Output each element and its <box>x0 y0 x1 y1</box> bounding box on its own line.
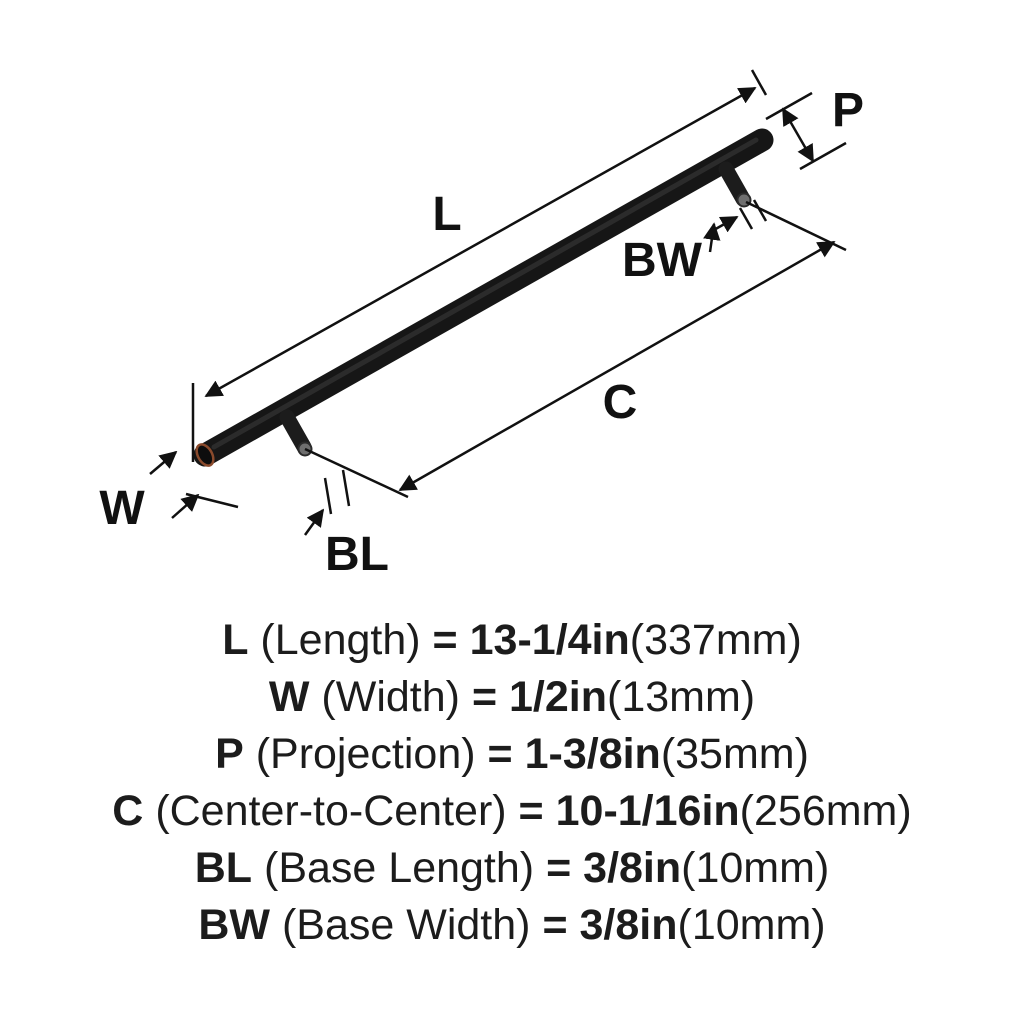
legend-metric: (256mm) <box>739 787 912 835</box>
legend-symbol: W <box>268 673 310 721</box>
dim-c-lines <box>304 200 847 499</box>
legend-symbol: L <box>222 616 249 664</box>
legend-name: (Base Length) <box>264 844 535 892</box>
dim-w-lines <box>149 450 239 519</box>
dim-bl-lines <box>303 469 351 536</box>
legend-equals: = <box>487 730 513 778</box>
legend-equals: = <box>432 616 458 664</box>
legend-symbol: C <box>112 787 144 835</box>
legend-row-projection: P (Projection) = 1-3/8in(35mm) <box>0 726 1024 783</box>
legend-value: 1/2in <box>509 673 608 721</box>
legend-metric: (35mm) <box>660 730 809 778</box>
legend-row-base-length: BL (Base Length) = 3/8in(10mm) <box>0 840 1024 897</box>
legend-equals: = <box>518 787 544 835</box>
legend-equals: = <box>546 844 572 892</box>
legend-symbol: BW <box>198 901 271 949</box>
legend-metric: (10mm) <box>677 901 826 949</box>
legend-row-length: L (Length) = 13-1/4in(337mm) <box>0 612 1024 669</box>
mounting-post-right <box>718 161 752 208</box>
legend-symbol: P <box>215 730 244 778</box>
dimension-legend: L (Length) = 13-1/4in(337mm) W (Width) =… <box>0 612 1024 954</box>
legend-equals: = <box>471 673 498 721</box>
legend-row-base-width: BW (Base Width) = 3/8in(10mm) <box>0 897 1024 954</box>
legend-name: (Base Width) <box>281 901 531 949</box>
handle-bar <box>193 128 774 467</box>
legend-name: (Width) <box>321 673 460 721</box>
label-l: L <box>432 188 461 241</box>
legend-metric: (13mm) <box>607 673 756 721</box>
legend-row-center-to-center: C (Center-to-Center) = 10-1/16in(256mm) <box>0 783 1024 840</box>
legend-value: 3/8in <box>579 901 678 949</box>
dim-p-lines <box>765 91 847 171</box>
legend-value: 10-1/16in <box>555 787 740 835</box>
legend-value: 1-3/8in <box>524 730 661 778</box>
legend-symbol: BL <box>194 844 253 892</box>
label-bw: BW <box>622 234 703 287</box>
label-c: C <box>603 376 638 429</box>
legend-metric: (337mm) <box>629 616 802 664</box>
legend-metric: (10mm) <box>681 844 830 892</box>
label-w: W <box>99 482 145 535</box>
legend-name: (Projection) <box>255 730 476 778</box>
legend-name: (Center-to-Center) <box>155 787 507 835</box>
legend-value: 13-1/4in <box>469 616 630 664</box>
legend-row-width: W (Width) = 1/2in(13mm) <box>0 669 1024 726</box>
diagram-area: L P BW C <box>99 69 864 581</box>
label-bl: BL <box>325 528 389 581</box>
legend-equals: = <box>542 901 568 949</box>
legend-value: 3/8in <box>583 844 682 892</box>
legend-name: (Length) <box>260 616 421 664</box>
end-cap-copper-ring <box>195 443 215 467</box>
dimension-diagram: L P BW C <box>99 69 864 581</box>
label-p: P <box>832 84 864 137</box>
